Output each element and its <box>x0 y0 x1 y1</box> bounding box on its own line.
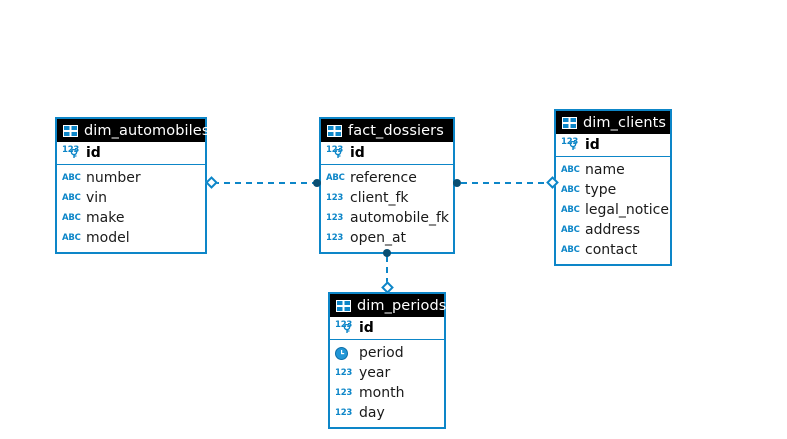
entity-fact-dossiers[interactable]: fact_dossiers 123 id ABC reference 123 c <box>319 117 455 254</box>
primary-key-section: 123 id <box>556 134 670 157</box>
field-row[interactable]: 123 month <box>330 383 444 403</box>
field-row[interactable]: ABC model <box>57 228 205 248</box>
field-row[interactable]: ABC make <box>57 208 205 228</box>
field-name: month <box>359 385 405 401</box>
field-row[interactable]: ABC name <box>556 160 670 180</box>
abc-icon: ABC <box>62 172 81 183</box>
field-row[interactable]: 123 open_at <box>321 228 453 248</box>
field-row-pk[interactable]: 123 id <box>330 317 444 339</box>
abc-icon: ABC <box>561 184 580 195</box>
entity-title: fact_dossiers <box>348 122 444 139</box>
field-row[interactable]: 123 day <box>330 403 444 423</box>
columns-section: ABC name ABC type ABC legal_notice ABC a… <box>556 157 670 264</box>
entity-title: dim_automobiles <box>84 122 210 139</box>
field-name: reference <box>350 170 417 186</box>
table-icon <box>562 116 577 129</box>
field-row-pk[interactable]: 123 id <box>321 142 453 164</box>
123-key-icon: 123 <box>62 146 81 160</box>
field-row-pk[interactable]: 123 id <box>556 134 670 156</box>
table-icon <box>327 124 342 137</box>
123-key-icon: 123 <box>561 138 580 152</box>
field-row[interactable]: 123 year <box>330 363 444 383</box>
abc-icon: ABC <box>561 244 580 255</box>
field-row[interactable]: ABC number <box>57 168 205 188</box>
abc-icon: ABC <box>62 232 81 243</box>
relationship-line-automobiles[interactable] <box>213 182 325 184</box>
pk-type-label: 123 <box>561 137 579 147</box>
table-icon <box>336 299 351 312</box>
primary-key-section: 123 id <box>57 142 205 165</box>
field-row[interactable]: ABC vin <box>57 188 205 208</box>
field-name: id <box>86 145 101 161</box>
field-name: name <box>585 162 625 178</box>
relationship-line-clients[interactable] <box>461 182 554 184</box>
relationship-endpoint-dot-clients <box>453 179 461 187</box>
entity-header-dim-automobiles: dim_automobiles <box>57 119 209 142</box>
123-icon: 123 <box>326 212 344 223</box>
field-row[interactable]: ABC address <box>556 220 670 240</box>
relationship-endpoint-diamond-automobiles <box>205 176 218 189</box>
entity-header-dim-periods: dim_periods <box>330 294 447 317</box>
entity-dim-periods[interactable]: dim_periods 123 id <box>328 292 446 429</box>
abc-icon: ABC <box>561 204 580 215</box>
clock-icon <box>335 346 354 360</box>
abc-icon: ABC <box>326 172 345 183</box>
field-name: day <box>359 405 385 421</box>
field-name: contact <box>585 242 638 258</box>
columns-section: ABC reference 123 client_fk 123 automobi… <box>321 165 453 252</box>
field-name: legal_notice <box>585 202 669 218</box>
field-row[interactable]: ABC legal_notice <box>556 200 670 220</box>
entity-dim-automobiles[interactable]: dim_automobiles 123 id ABC number ABC vi <box>55 117 209 254</box>
field-row-pk[interactable]: 123 id <box>57 142 205 164</box>
field-name: id <box>585 137 600 153</box>
primary-key-section: 123 id <box>321 142 453 165</box>
123-icon: 123 <box>335 387 353 398</box>
field-name: number <box>86 170 141 186</box>
entity-dim-clients[interactable]: dim_clients 123 id ABC name ABC type <box>554 109 672 266</box>
pk-type-label: 123 <box>335 320 353 330</box>
entity-title: dim_clients <box>583 114 667 131</box>
columns-section: period 123 year 123 month 123 day <box>330 340 444 427</box>
field-name: id <box>359 320 374 336</box>
entity-header-dim-clients: dim_clients <box>556 111 670 134</box>
abc-icon: ABC <box>561 224 580 235</box>
field-name: open_at <box>350 230 407 246</box>
123-icon: 123 <box>335 367 353 378</box>
abc-icon: ABC <box>561 164 580 175</box>
columns-section: ABC number ABC vin ABC make ABC model <box>57 165 205 252</box>
123-key-icon: 123 <box>326 146 345 160</box>
field-name: year <box>359 365 391 381</box>
field-name: automobile_fk <box>350 210 450 226</box>
pk-type-label: 123 <box>62 145 80 155</box>
abc-icon: ABC <box>62 192 81 203</box>
123-key-icon: 123 <box>335 321 354 335</box>
123-icon: 123 <box>326 192 344 203</box>
relationship-endpoint-dot-automobiles <box>313 179 321 187</box>
entity-title: dim_periods <box>357 297 447 314</box>
field-name: vin <box>86 190 108 206</box>
relationship-line-periods[interactable] <box>386 256 388 288</box>
field-name: id <box>350 145 365 161</box>
pk-type-label: 123 <box>326 145 344 155</box>
field-name: address <box>585 222 641 238</box>
field-name: period <box>359 345 404 361</box>
123-icon: 123 <box>326 232 344 243</box>
field-row[interactable]: ABC contact <box>556 240 670 260</box>
field-row[interactable]: ABC reference <box>321 168 453 188</box>
field-row[interactable]: 123 client_fk <box>321 188 453 208</box>
field-name: model <box>86 230 130 246</box>
relationship-endpoint-dot-periods <box>383 249 391 257</box>
entity-header-fact-dossiers: fact_dossiers <box>321 119 453 142</box>
primary-key-section: 123 id <box>330 317 444 340</box>
table-icon <box>63 124 78 137</box>
abc-icon: ABC <box>62 212 81 223</box>
field-row[interactable]: ABC type <box>556 180 670 200</box>
field-name: type <box>585 182 617 198</box>
field-row[interactable]: period <box>330 343 444 363</box>
123-icon: 123 <box>335 407 353 418</box>
field-name: make <box>86 210 125 226</box>
field-row[interactable]: 123 automobile_fk <box>321 208 453 228</box>
field-name: client_fk <box>350 190 409 206</box>
